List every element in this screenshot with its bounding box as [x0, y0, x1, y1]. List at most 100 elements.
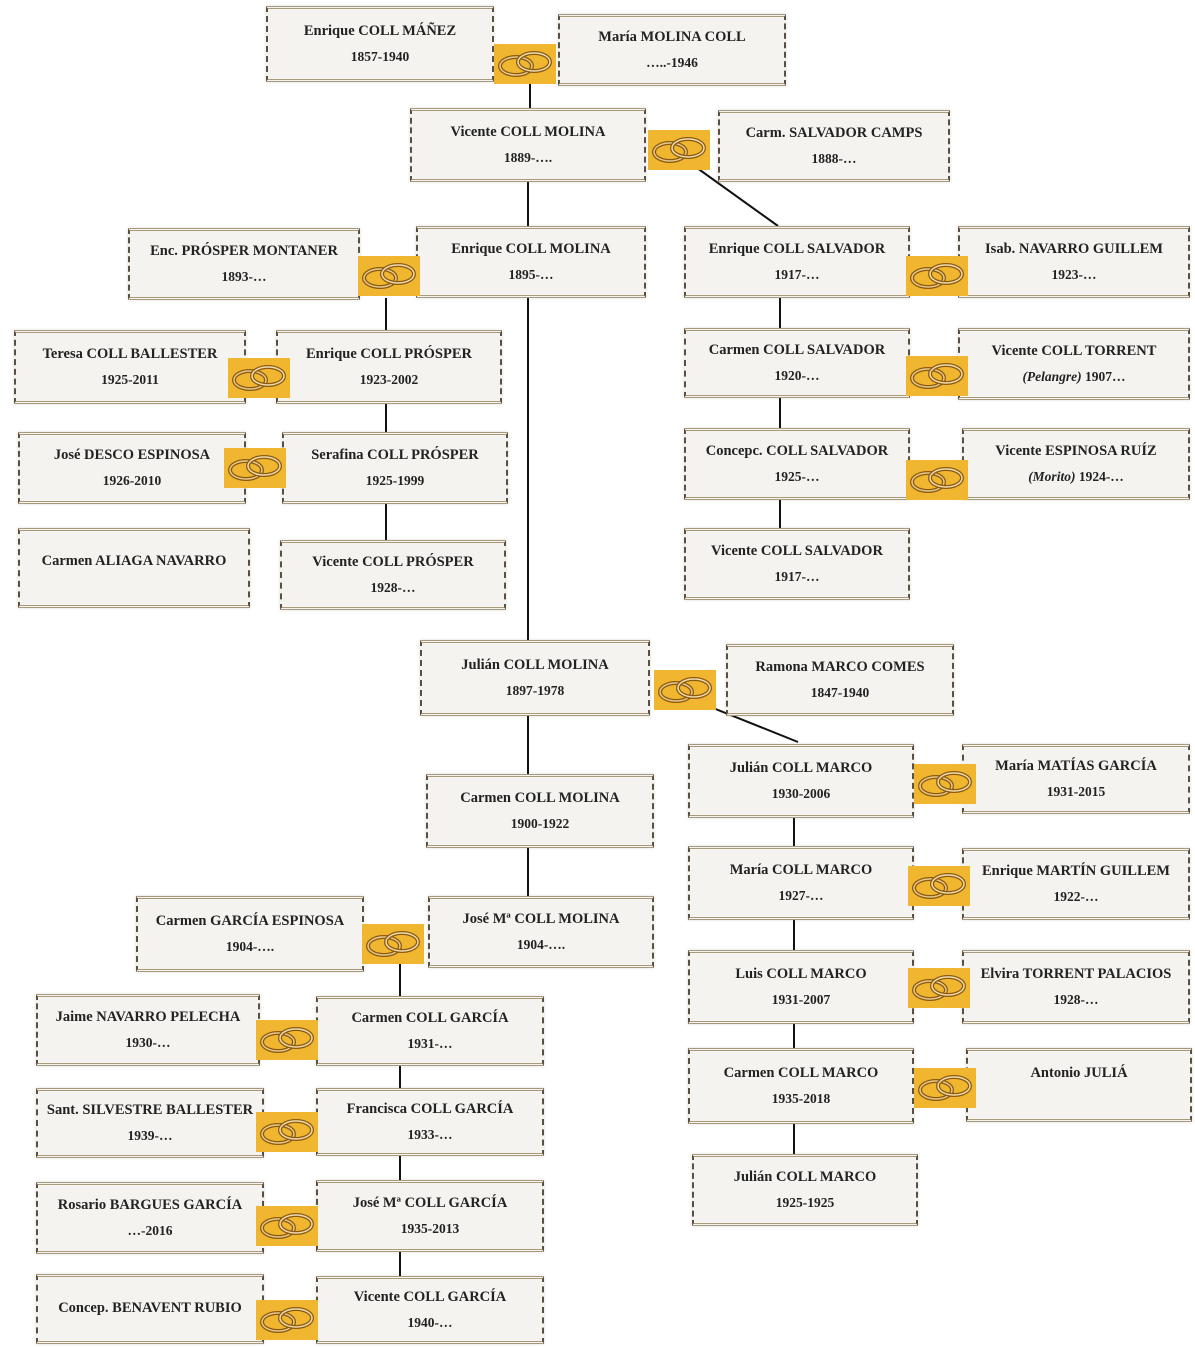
- person-name: Vicente COLL SALVADOR: [711, 542, 883, 559]
- person-dates: 1926-2010: [102, 473, 162, 489]
- person-dates: 1925-1999: [365, 473, 425, 489]
- wedding-rings-icon: [906, 256, 968, 296]
- person-card: Carmen GARCÍA ESPINOSA 1904-….: [136, 896, 364, 972]
- person-card: Vicente COLL SALVADOR 1917-…: [684, 528, 910, 600]
- person-card: Francisca COLL GARCÍA 1933-…: [316, 1088, 544, 1156]
- wedding-rings-icon: [224, 448, 286, 488]
- person-dates: 1933-…: [407, 1127, 453, 1143]
- person-name: Carmen COLL MARCO: [723, 1064, 879, 1081]
- person-name: Vicente COLL PRÓSPER: [312, 553, 474, 570]
- person-card: María MATÍAS GARCÍA 1931-2015: [962, 744, 1190, 814]
- person-dates: 1923-…: [1051, 267, 1097, 283]
- person-name: Vicente COLL GARCÍA: [353, 1288, 507, 1305]
- person-name: Concep. BENAVENT RUBIO: [58, 1300, 242, 1317]
- person-card: María COLL MARCO 1927-…: [688, 846, 914, 920]
- wedding-rings-icon: [648, 130, 710, 170]
- person-card: Teresa COLL BALLESTER 1925-2011: [14, 330, 246, 404]
- person-name: Vicente ESPINOSA RUÍZ: [995, 442, 1157, 459]
- person-name: María MOLINA COLL: [598, 28, 746, 45]
- person-card: Carmen COLL GARCÍA 1931-…: [316, 996, 544, 1066]
- person-card: Ramona MARCO COMES 1847-1940: [726, 644, 954, 716]
- person-card: Carmen ALIAGA NAVARRO: [18, 528, 250, 608]
- person-dates: 1904-….: [516, 937, 566, 953]
- person-card: Enrique COLL MOLINA 1895-…: [416, 226, 646, 298]
- person-dates: 1928-…: [370, 580, 416, 596]
- person-dates: 1904-….: [225, 939, 275, 955]
- person-card: Concep. BENAVENT RUBIO: [36, 1274, 264, 1344]
- person-nickname: (Pelangre): [1022, 369, 1082, 385]
- person-card: Serafina COLL PRÓSPER 1925-1999: [282, 432, 508, 504]
- person-card: Elvira TORRENT PALACIOS 1928-…: [962, 950, 1190, 1024]
- wedding-rings-icon: [914, 1068, 976, 1108]
- person-name: Enrique COLL MOLINA: [451, 240, 611, 257]
- person-name: Francisca COLL GARCÍA: [346, 1100, 514, 1117]
- person-dates: 1847-1940: [810, 685, 870, 701]
- person-card: Carmen COLL MARCO 1935-2018: [688, 1048, 914, 1124]
- person-dates: 1900-1922: [510, 816, 570, 832]
- person-name: Ramona MARCO COMES: [755, 658, 925, 675]
- person-name: Sant. SILVESTRE BALLESTER: [46, 1101, 254, 1118]
- person-name: José Mª COLL MOLINA: [462, 910, 620, 927]
- person-card: Concepc. COLL SALVADOR 1925-…: [684, 428, 910, 500]
- person-dates: 1897-1978: [505, 683, 565, 699]
- person-card: Carmen COLL MOLINA 1900-1922: [426, 774, 654, 848]
- person-card: Carmen COLL SALVADOR 1920-…: [684, 328, 910, 398]
- person-name: Luis COLL MARCO: [735, 965, 867, 982]
- person-card: Vicente COLL PRÓSPER 1928-…: [280, 540, 506, 610]
- person-name: Vicente COLL MOLINA: [450, 123, 606, 140]
- wedding-rings-icon: [256, 1112, 318, 1152]
- person-dates: 1939-…: [127, 1128, 173, 1144]
- person-dates: 1935-2018: [771, 1091, 831, 1107]
- person-dates: …..-1946: [646, 55, 698, 71]
- person-card: Enrique COLL PRÓSPER 1923-2002: [276, 330, 502, 404]
- person-dates: 1925-…: [774, 469, 820, 485]
- person-name: Carm. SALVADOR CAMPS: [745, 124, 923, 141]
- person-name: Antonio JULIÁ: [1030, 1065, 1128, 1081]
- person-dates: 1931-2007: [771, 992, 831, 1008]
- person-card: José Mª COLL GARCÍA 1935-2013: [316, 1180, 544, 1252]
- person-card: Vicente COLL GARCÍA 1940-…: [316, 1276, 544, 1344]
- person-name: Carmen COLL GARCÍA: [351, 1009, 509, 1026]
- person-dates: 1940-…: [407, 1315, 453, 1331]
- wedding-rings-icon: [654, 670, 716, 710]
- wedding-rings-icon: [908, 968, 970, 1008]
- wedding-rings-icon: [906, 460, 968, 500]
- person-card: Carm. SALVADOR CAMPS 1888-…: [718, 110, 950, 182]
- person-dates: 1930-2006: [771, 786, 831, 802]
- person-name: Rosario BARGUES GARCÍA: [57, 1196, 243, 1213]
- person-name: Elvira TORRENT PALACIOS: [980, 965, 1172, 982]
- person-card: Enrique COLL MÁÑEZ 1857-1940: [266, 6, 494, 82]
- wedding-rings-icon: [908, 866, 970, 906]
- person-dates: 1893-…: [221, 269, 267, 285]
- person-card: Vicente COLL MOLINA 1889-….: [410, 108, 646, 182]
- wedding-rings-icon: [256, 1206, 318, 1246]
- wedding-rings-icon: [494, 44, 556, 84]
- person-dates: 1931-2015: [1046, 784, 1106, 800]
- person-dates: 1920-…: [774, 368, 820, 384]
- person-card: Luis COLL MARCO 1931-2007: [688, 950, 914, 1024]
- person-dates: 1930-…: [125, 1035, 171, 1051]
- person-name: María MATÍAS GARCÍA: [995, 757, 1157, 774]
- person-dates: …-2016: [127, 1223, 173, 1239]
- person-dates: (Morito) 1924-…: [1028, 469, 1124, 485]
- person-name: Carmen ALIAGA NAVARRO: [41, 553, 227, 569]
- person-name: Teresa COLL BALLESTER: [42, 345, 218, 362]
- person-dates: 1925-2011: [101, 372, 159, 388]
- person-name: Enrique MARTÍN GUILLEM: [981, 862, 1170, 879]
- person-name: Enrique COLL PRÓSPER: [306, 345, 472, 362]
- wedding-rings-icon: [256, 1300, 318, 1340]
- person-name: Julián COLL MARCO: [729, 759, 873, 776]
- person-dates: (Pelangre) 1907…: [1022, 369, 1125, 385]
- person-card: José DESCO ESPINOSA 1926-2010: [18, 432, 246, 504]
- person-name: Enc. PRÓSPER MONTANER: [150, 242, 338, 259]
- person-dates: 1923-2002: [359, 372, 419, 388]
- person-dates: 1889-….: [503, 150, 553, 166]
- person-card: Rosario BARGUES GARCÍA …-2016: [36, 1182, 264, 1254]
- person-name: Carmen COLL MOLINA: [460, 789, 620, 806]
- person-dates: 1925-1925: [775, 1195, 835, 1211]
- wedding-rings-icon: [362, 924, 424, 964]
- wedding-rings-icon: [358, 256, 420, 296]
- person-dates: 1935-2013: [400, 1221, 460, 1237]
- person-dates: 1927-…: [778, 888, 824, 904]
- person-name: Enrique COLL MÁÑEZ: [303, 22, 457, 39]
